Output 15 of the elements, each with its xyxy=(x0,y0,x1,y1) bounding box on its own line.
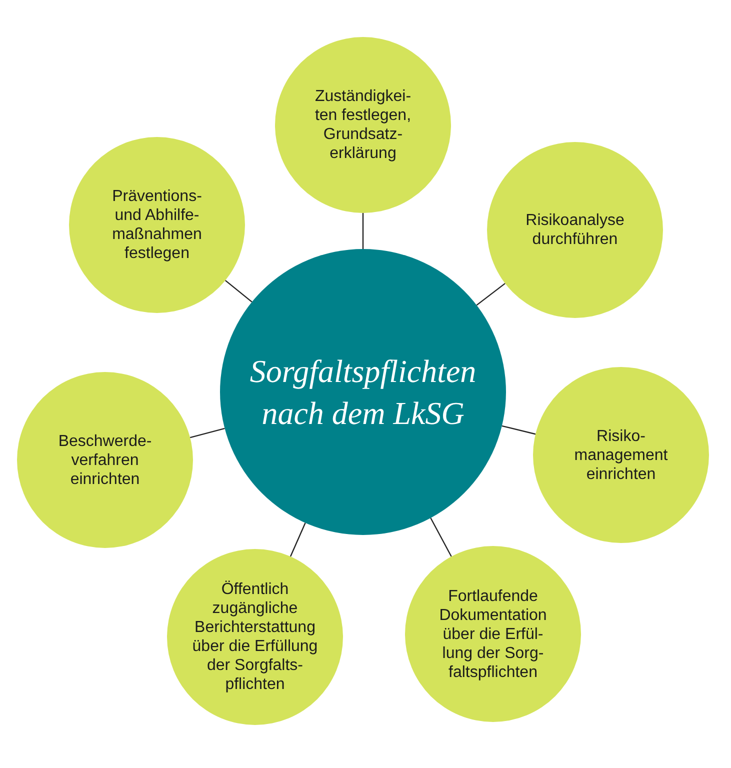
node-label: Sorgfaltspflichten nach dem LkSG xyxy=(248,352,478,433)
connector-line xyxy=(224,280,252,302)
node-label: Beschwerde- verfahren einrichten xyxy=(57,432,153,488)
connector-line xyxy=(502,425,536,435)
connector-line xyxy=(190,428,225,438)
node-label: Risikoanalyse durchführen xyxy=(524,211,626,249)
node-label: Zuständigkei- ten festlegen, Grundsatz- erklärung xyxy=(314,87,412,163)
node-label: Risiko- management einrichten xyxy=(573,426,669,484)
node-label: Präventions- und Abhilfe- maßnahmen festlegen xyxy=(111,187,203,263)
connector-line xyxy=(430,518,452,557)
connector-line xyxy=(290,522,306,557)
node-label: Fortlaufende Dokumentation über die Erfül- lung der Sorg- faltspflichten xyxy=(438,586,548,682)
connector-line xyxy=(476,282,506,306)
node-label: Öffentlich zugängliche Berichterstattung über die Erfüllung der Sorgfalts- pflichten xyxy=(191,580,319,694)
connector-line xyxy=(362,213,364,249)
